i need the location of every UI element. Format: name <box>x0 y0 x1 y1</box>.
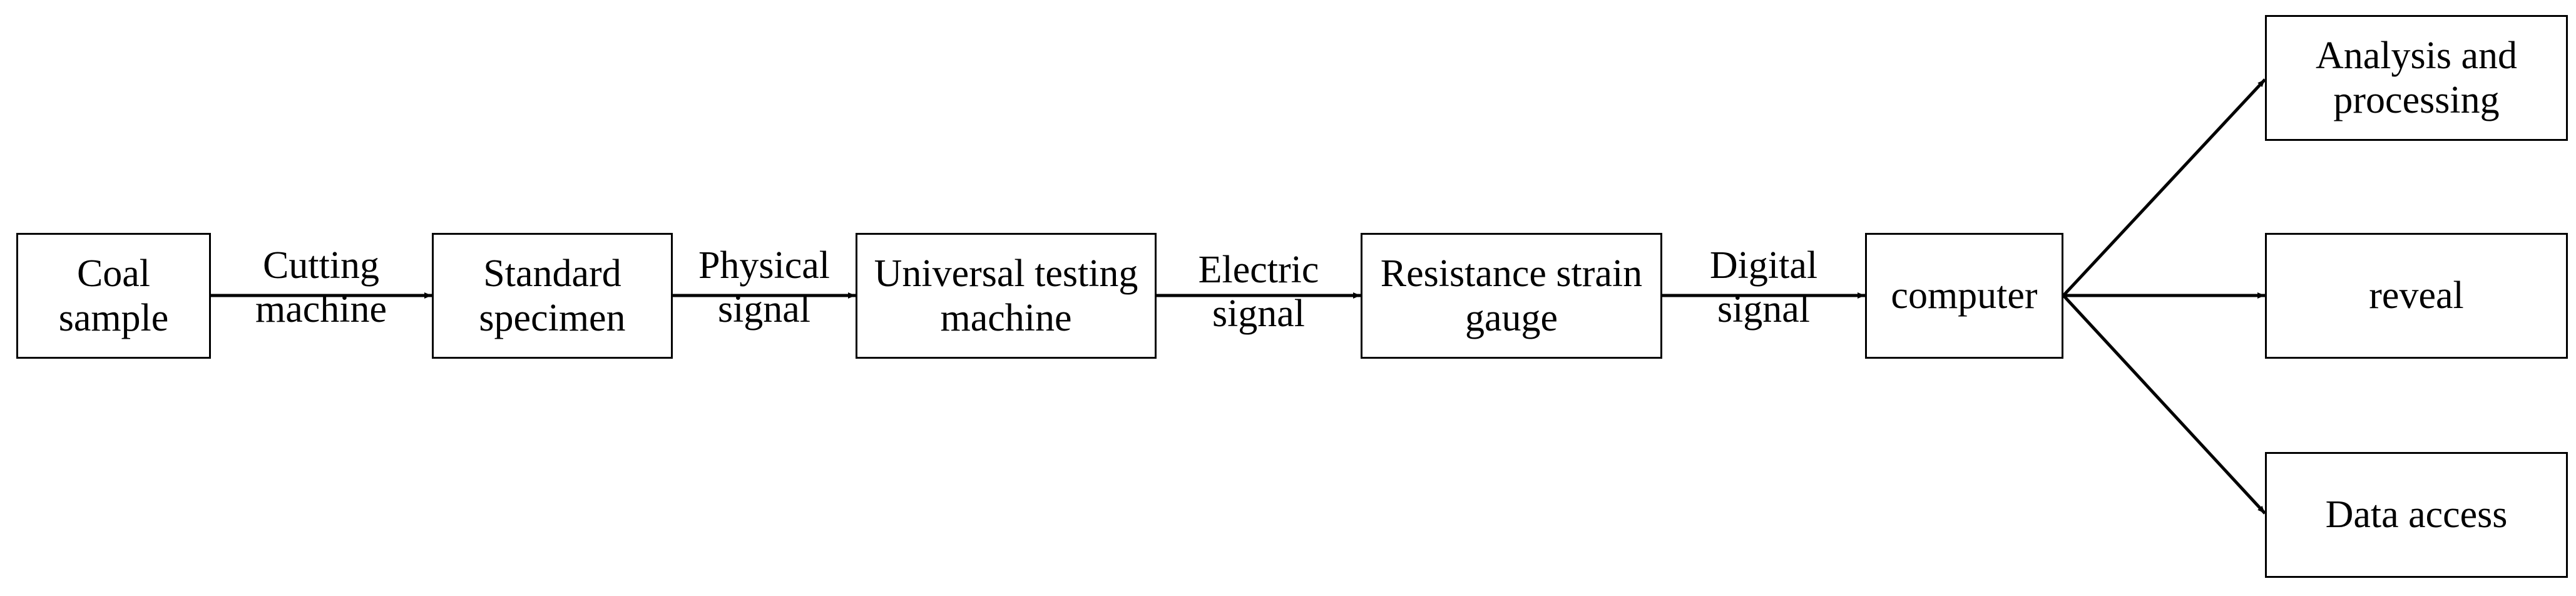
node-universal-testing-machine-line-2: machine <box>940 296 1072 339</box>
node-coal-sample-line-1: Coal <box>76 252 151 295</box>
edge-label-electric-signal: Electric signal <box>1162 248 1356 336</box>
edge-label-physical-signal-line-1: Physical <box>698 244 831 287</box>
arrow-computer-to-data-access <box>2062 294 2266 515</box>
node-analysis-and-processing-line-1: Analysis and <box>2315 34 2518 78</box>
edge-label-physical-signal: Physical signal <box>676 244 852 331</box>
node-resistance-strain-gauge: Resistance strain gauge <box>1361 233 1662 359</box>
node-reveal-line-1: reveal <box>2369 274 2464 317</box>
edge-label-electric-signal-line-1: Electric <box>1198 249 1319 291</box>
node-resistance-strain-gauge-line-1: Resistance strain <box>1380 252 1643 295</box>
node-standard-specimen-line-1: Standard <box>483 252 621 295</box>
edge-label-digital-signal: Digital signal <box>1667 244 1860 331</box>
node-analysis-and-processing: Analysis and processing <box>2265 15 2568 141</box>
edge-label-cutting-machine-line-1: Cutting <box>262 244 380 287</box>
edge-label-cutting-machine: Cutting machine <box>220 244 422 331</box>
node-universal-testing-machine: Universal testing machine <box>856 233 1157 359</box>
node-data-access: Data access <box>2265 452 2568 578</box>
edge-label-digital-signal-line-1: Digital <box>1709 244 1818 287</box>
node-data-access-line-1: Data access <box>2325 493 2508 537</box>
node-reveal: reveal <box>2265 233 2568 359</box>
node-coal-sample: Coal sample <box>16 233 211 359</box>
edge-label-electric-signal-line-2: signal <box>1212 292 1306 336</box>
node-universal-testing-machine-line-1: Universal testing <box>874 252 1138 295</box>
edge-label-digital-signal-line-2: signal <box>1717 288 1811 331</box>
node-standard-specimen: Standard specimen <box>432 233 673 359</box>
node-resistance-strain-gauge-line-2: gauge <box>1464 296 1558 339</box>
edge-label-cutting-machine-line-2: machine <box>255 288 387 331</box>
edge-label-physical-signal-line-2: signal <box>717 288 811 331</box>
node-coal-sample-line-2: sample <box>58 296 169 339</box>
node-computer: computer <box>1865 233 2063 359</box>
node-standard-specimen-line-2: specimen <box>479 296 626 339</box>
node-computer-line-1: computer <box>1891 274 2038 317</box>
node-analysis-and-processing-line-2: processing <box>2333 78 2500 121</box>
arrow-computer-to-analysis <box>2062 78 2266 297</box>
